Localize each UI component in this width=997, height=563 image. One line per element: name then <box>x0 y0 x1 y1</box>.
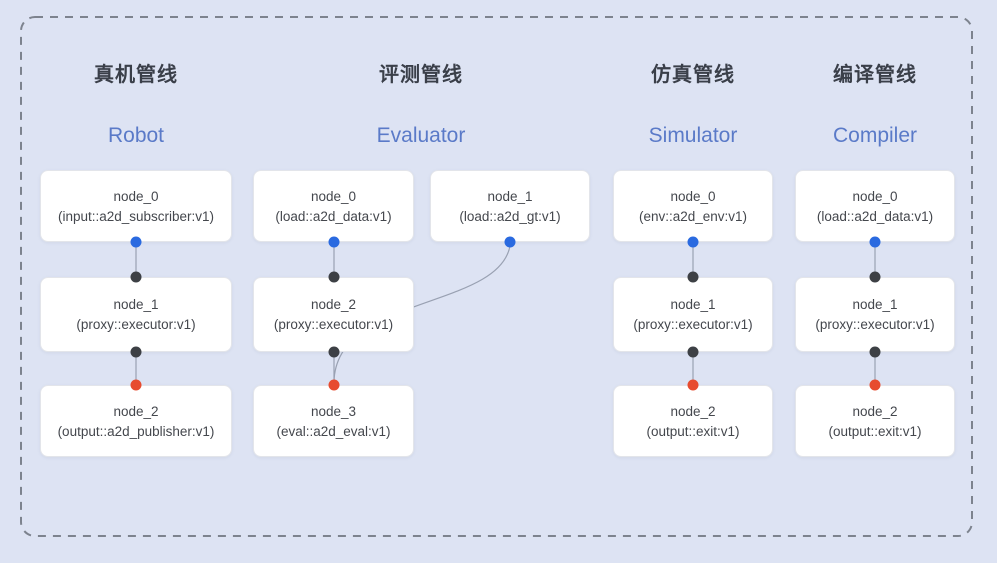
node-card-robot-node2: node_2 (output::a2d_publisher:v1) <box>40 385 232 457</box>
node-title: node_2 <box>670 403 716 419</box>
node-title: node_1 <box>852 297 898 312</box>
node-subtitle: (load::a2d_gt:v1) <box>459 208 561 224</box>
node-card-compiler-node2: node_2 (output::exit:v1) <box>795 385 955 457</box>
node-subtitle: (proxy::executor:v1) <box>273 317 394 332</box>
node-title: node_1 <box>487 188 533 204</box>
pipeline-title-en-compiler: Compiler <box>832 124 918 147</box>
node-subtitle: (proxy::executor:v1) <box>633 317 753 332</box>
node-title: node_0 <box>852 188 898 204</box>
node-title: node_2 <box>310 297 357 312</box>
node-title: node_3 <box>310 403 357 419</box>
node-title: node_2 <box>852 403 898 419</box>
node-card-evaluator-node1: node_1 (load::a2d_gt:v1) <box>430 170 590 242</box>
node-card-compiler-node1: node_1 (proxy::executor:v1) <box>795 277 955 352</box>
node-card-compiler-node0: node_0 (load::a2d_data:v1) <box>795 170 955 242</box>
node-card-robot-node0: node_0 (input::a2d_subscriber:v1) <box>40 170 232 242</box>
pipeline-title-zh-compiler: 编译管线 <box>833 64 917 86</box>
node-subtitle: (env::a2d_env:v1) <box>638 208 748 224</box>
pipeline-title-en-simulator: Simulator <box>648 124 738 147</box>
node-subtitle: (output::exit:v1) <box>828 423 922 439</box>
node-subtitle: (output::exit:v1) <box>646 423 740 439</box>
node-card-simulator-node0: node_0 (env::a2d_env:v1) <box>613 170 773 242</box>
node-subtitle: (proxy::executor:v1) <box>815 317 935 332</box>
pipeline-title-zh-robot: 真机管线 <box>94 64 178 86</box>
node-title: node_1 <box>113 297 159 312</box>
node-title: node_0 <box>670 188 716 204</box>
node-card-evaluator-node3: node_3 (eval::a2d_eval:v1) <box>253 385 414 457</box>
node-subtitle: (input::a2d_subscriber:v1) <box>57 208 215 224</box>
node-card-robot-node1: node_1 (proxy::executor:v1) <box>40 277 232 352</box>
pipeline-title-zh-evaluator: 评测管线 <box>379 64 463 86</box>
node-card-evaluator-node0: node_0 (load::a2d_data:v1) <box>253 170 414 242</box>
node-subtitle: (load::a2d_data:v1) <box>816 208 934 224</box>
pipeline-title-en-robot: Robot <box>107 124 165 147</box>
node-card-simulator-node2: node_2 (output::exit:v1) <box>613 385 773 457</box>
node-subtitle: (proxy::executor:v1) <box>76 317 196 332</box>
node-card-evaluator-node2: node_2 (proxy::executor:v1) <box>253 277 414 352</box>
pipeline-title-en-evaluator: Evaluator <box>376 124 466 147</box>
pipeline-title-zh-simulator: 仿真管线 <box>651 64 735 86</box>
node-subtitle: (load::a2d_data:v1) <box>275 208 392 224</box>
node-title: node_1 <box>670 297 716 312</box>
node-subtitle: (output::a2d_publisher:v1) <box>57 423 215 439</box>
node-title: node_0 <box>310 188 357 204</box>
node-title: node_0 <box>113 188 159 204</box>
node-title: node_2 <box>113 403 159 419</box>
node-card-simulator-node1: node_1 (proxy::executor:v1) <box>613 277 773 352</box>
node-subtitle: (eval::a2d_eval:v1) <box>276 423 391 439</box>
